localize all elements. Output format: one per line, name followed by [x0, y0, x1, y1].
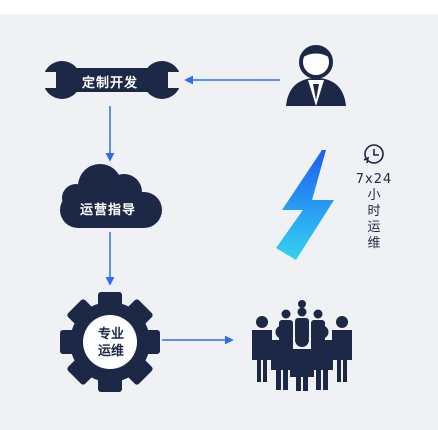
cloud-icon [60, 164, 162, 228]
ops-guidance-label: 运营指导 [80, 203, 137, 218]
custom-dev-label: 定制开发 [82, 76, 139, 91]
wrench-icon [36, 61, 188, 99]
service-label-hours: 7x24 [355, 172, 393, 187]
pro-ops-label: 专业 运维 [94, 326, 128, 360]
clock-icon [363, 144, 384, 164]
pro-ops-label-line2: 运维 [97, 344, 124, 359]
pro-ops-label-line1: 专业 [97, 327, 124, 342]
team-icon [252, 300, 352, 391]
lightning-icon [276, 150, 334, 260]
service-label-char: 时 [367, 204, 381, 219]
service-label-char: 运 [367, 220, 381, 235]
service-label-char: 维 [367, 236, 381, 251]
service-label-char: 小 [367, 188, 381, 203]
gear-icon [60, 292, 160, 392]
businessman-icon [286, 45, 346, 106]
service-label: 7x24 小 时 运 维 [355, 172, 393, 252]
